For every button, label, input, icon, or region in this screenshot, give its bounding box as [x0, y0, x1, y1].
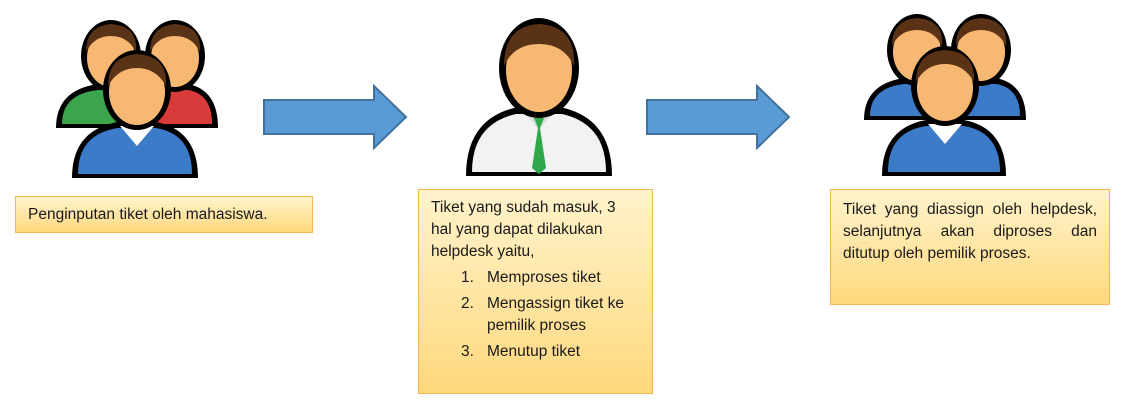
list-item-text: Mengassign tiket ke pemilik proses [487, 295, 624, 334]
step2-intro: Tiket yang sudah masuk, 3 hal yang dapat… [431, 199, 616, 260]
step2-list: 1. Memproses tiket 2. Mengassign tiket k… [431, 267, 640, 363]
arrow-right-icon [646, 84, 791, 150]
student-group-icon [56, 20, 218, 178]
list-item-text: Memproses tiket [487, 269, 601, 286]
step2-note: Tiket yang sudah masuk, 3 hal yang dapat… [418, 189, 653, 394]
list-item-number: 2. [461, 295, 474, 312]
list-item-number: 1. [461, 269, 474, 286]
step3-note: Tiket yang diassign oleh helpdesk, selan… [830, 189, 1110, 305]
step1-text: Penginputan tiket oleh mahasiswa. [28, 206, 268, 223]
arrow-right-icon [263, 84, 408, 150]
step1-note: Penginputan tiket oleh mahasiswa. [15, 196, 313, 233]
list-item-text: Menutup tiket [487, 343, 581, 360]
list-item: 3. Menutup tiket [431, 341, 640, 363]
list-item: 2. Mengassign tiket ke pemilik proses [431, 293, 640, 337]
list-item: 1. Memproses tiket [431, 267, 640, 289]
person-blue-icon [882, 46, 1006, 176]
helpdesk-person-icon [466, 18, 612, 176]
process-owner-group-icon [864, 14, 1026, 176]
person-blue-icon [72, 50, 198, 178]
step3-text: Tiket yang diassign oleh helpdesk, selan… [843, 201, 1097, 262]
list-item-number: 3. [461, 343, 474, 360]
